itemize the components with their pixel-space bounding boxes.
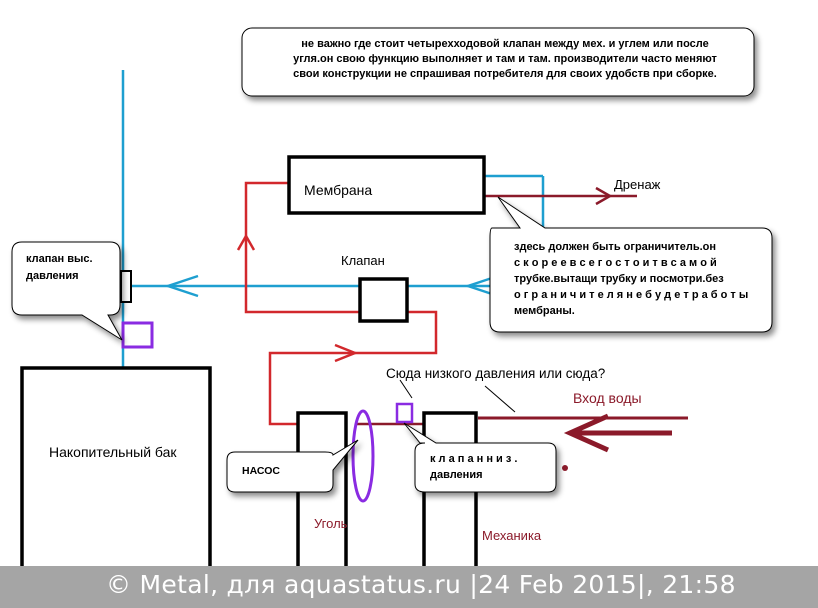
restrictor-note-line: о г р а н и ч и т е л я н е б у д е т р … xyxy=(514,289,749,301)
high-pressure-text: клапан выс. давления xyxy=(26,251,121,285)
restrictor-note-line: мембраны. xyxy=(514,305,575,317)
top-note-bubble xyxy=(241,27,755,97)
low-pressure-text: к л а п а н н и з . давления xyxy=(430,451,554,483)
components xyxy=(20,155,486,575)
low-pressure-line: давления xyxy=(430,469,483,481)
red-arrow-right xyxy=(334,343,359,363)
question-pointers xyxy=(399,379,516,413)
high-pressure-valve-body xyxy=(120,270,132,303)
mechanical-filter xyxy=(422,411,478,575)
question-pointer-right xyxy=(484,385,516,413)
high-pressure-line: давления xyxy=(26,270,79,282)
restrictor-note-bubble xyxy=(489,196,773,333)
low-pressure-line: к л а п а н н и з . xyxy=(430,453,518,465)
valve-label: Клапан xyxy=(341,253,385,268)
restrictor-note-line: здесь должен быть ограничитель.он xyxy=(514,241,717,253)
restrictor-note-text: здесь должен быть ограничитель.он с к о … xyxy=(514,239,769,319)
blue-arrow-left-2 xyxy=(464,274,499,298)
water-in-label: Вход воды xyxy=(573,390,642,406)
dark-red-lines xyxy=(356,186,688,453)
low-pressure-bubble xyxy=(403,422,557,493)
top-note-line: не важно где стоит четырехходовой клапан… xyxy=(301,38,709,50)
membrane-housing xyxy=(287,155,486,215)
storage-tank xyxy=(20,366,212,570)
drain-arrow xyxy=(595,186,613,206)
tank-label: Накопительный бак xyxy=(49,444,177,460)
pump-bubble xyxy=(226,439,359,493)
pump-marker xyxy=(351,409,375,503)
low-pressure-valve-marker xyxy=(395,402,414,424)
blue-arrows xyxy=(164,274,499,298)
red-arrow-up xyxy=(236,233,256,251)
membrane-label: Мембрана xyxy=(304,182,373,198)
watermark-bar: © Metal, для aquastatus.ru |24 Feb 2015|… xyxy=(0,566,818,608)
watermark-text: © Metal, для aquastatus.ru |24 Feb 2015|… xyxy=(106,570,736,599)
top-note-line: угля.он свою функцию выполняет и там и т… xyxy=(293,53,717,65)
red-pipe-to-membrane xyxy=(244,181,360,314)
blue-arrow-left-1 xyxy=(164,274,199,298)
dot-marker xyxy=(562,465,568,471)
red-arrows xyxy=(236,233,359,363)
restrictor-note-line: с к о р е е в с е г о с т о и т в с а м … xyxy=(514,257,717,269)
carbon-filter xyxy=(296,411,348,575)
pump-text: НАСОС xyxy=(242,465,280,477)
high-pressure-bubble xyxy=(11,241,123,341)
top-note-text: не важно где стоит четырехходовой клапан… xyxy=(260,37,750,82)
mechanics-label: Механика xyxy=(482,528,542,543)
question-pointer-left xyxy=(399,379,413,399)
callout-bubbles xyxy=(11,27,773,493)
purple-markers xyxy=(121,321,414,503)
high-pressure-line: клапан выс. xyxy=(26,253,93,265)
carbon-label: Уголь xyxy=(314,516,348,531)
inlet-arrow-head xyxy=(563,413,610,453)
restrictor-note-line: трубке.вытащи трубку и посмотри.без xyxy=(514,273,724,285)
top-note-line: свои конструкции не спрашивая потребител… xyxy=(293,68,717,80)
four-way-valve xyxy=(358,277,409,323)
drain-label: Дренаж xyxy=(614,177,661,192)
high-pressure-valve-marker xyxy=(121,321,154,349)
question-label: Сюда низкого давления или сюда? xyxy=(386,366,606,381)
blue-pipes xyxy=(121,70,545,368)
